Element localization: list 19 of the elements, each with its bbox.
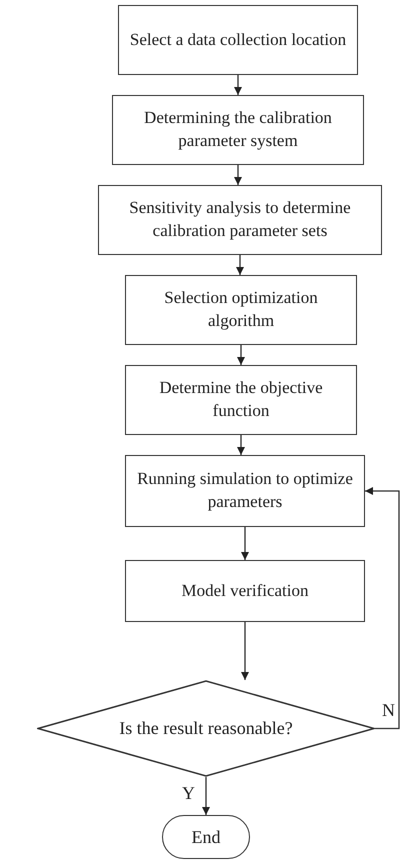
terminal-shape: End (162, 815, 250, 859)
arrow (241, 622, 249, 680)
process-box: Model verification (125, 560, 365, 622)
process-box: Running simulation to optimize parameters (125, 455, 365, 527)
process-box: Sensitivity analysis to determine calibration parameter sets (98, 185, 382, 255)
process-box: Determining the calibration parameter system (112, 95, 364, 165)
process-box: Select a data collection location (118, 5, 358, 75)
arrow (241, 527, 249, 560)
arrow (237, 345, 245, 365)
arrow (202, 777, 210, 815)
arrow (234, 75, 242, 95)
process-box: Selection optimization algorithm (125, 275, 357, 345)
arrow (365, 487, 400, 730)
decision-diamond: Is the result reasonable? (37, 680, 375, 777)
arrow (234, 165, 242, 185)
arrow (236, 255, 244, 275)
process-box: Determine the objective function (125, 365, 357, 435)
arrow (237, 435, 245, 455)
edge-label: Y (182, 784, 195, 802)
